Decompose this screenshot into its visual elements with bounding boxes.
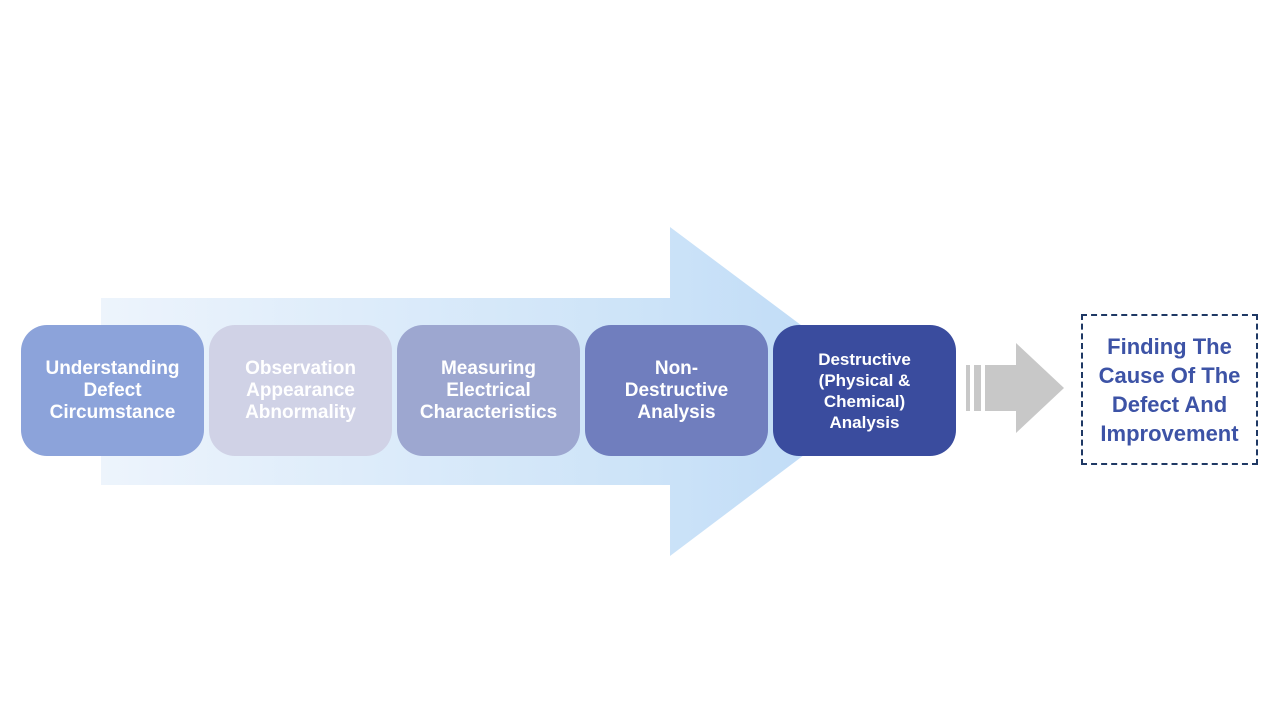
step-box-observation-appearance-abnormality: Observation Appearance Abnormality <box>209 325 392 456</box>
step-box-destructive-analysis: Destructive (Physical & Chemical) Analys… <box>773 325 956 456</box>
step-label: Observation Appearance Abnormality <box>245 357 356 423</box>
outcome-label: Finding The Cause Of The Defect And Impr… <box>1098 333 1241 446</box>
step-box-measuring-electrical-characteristics: Measuring Electrical Characteristics <box>397 325 580 456</box>
step-label: Non- Destructive Analysis <box>624 357 729 423</box>
outcome-box-finding-cause: Finding The Cause Of The Defect And Impr… <box>1081 314 1258 465</box>
step-box-non-destructive-analysis: Non- Destructive Analysis <box>585 325 768 456</box>
step-label: Understanding Defect Circumstance <box>45 357 180 423</box>
striped-right-arrow-icon <box>966 343 1064 433</box>
step-box-understanding-defect-circumstance: Understanding Defect Circumstance <box>21 325 204 456</box>
step-label: Measuring Electrical Characteristics <box>419 357 558 423</box>
step-label: Destructive (Physical & Chemical) Analys… <box>818 349 911 432</box>
